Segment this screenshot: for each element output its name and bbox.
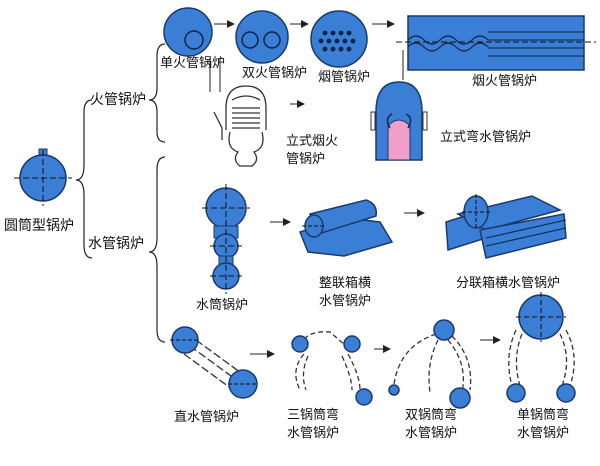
label-sectional-header: 分联箱横水管锅炉: [456, 276, 561, 291]
double-drum-bent-figure: [388, 319, 472, 409]
label-integral-header-1: 整联箱横: [318, 276, 371, 291]
integral-header-figure: [299, 199, 394, 257]
label-three-drum-2: 水管锅炉: [286, 426, 339, 441]
label-integral-header-2: 水管锅炉: [318, 294, 371, 309]
label-smoke-fire-tube: 烟火管锅炉: [472, 74, 538, 89]
label-cylindrical-boiler: 圆筒型锅炉: [4, 218, 74, 234]
label-fire-tube-boiler: 火管锅炉: [90, 92, 146, 108]
brace-water-tube: [148, 156, 166, 343]
label-water-drum: 水筒锅炉: [196, 298, 249, 313]
vertical-bent-water-tube-figure: [370, 81, 428, 161]
double-fire-tube-figure: [235, 10, 289, 64]
label-smoke-tube: 烟管锅炉: [318, 70, 371, 85]
straight-water-tube-figure: [170, 326, 258, 399]
label-three-drum-1: 三锅筒弯: [286, 408, 339, 423]
vertical-smoke-fire-figure: [213, 85, 267, 167]
brace-main: [75, 99, 93, 259]
label-single-drum-1: 单锅筒弯: [516, 408, 569, 423]
label-straight-water-tube: 直水管锅炉: [174, 410, 240, 425]
label-vertical-bent-water-tube: 立式弯水管锅炉: [440, 130, 532, 145]
sectional-header-figure: [445, 194, 567, 259]
label-vertical-smoke-fire-1: 立式烟火: [286, 134, 339, 149]
single-drum-bent-figure: [506, 292, 576, 403]
three-drum-bent-figure: [291, 331, 373, 406]
label-double-drum-2: 水管锅炉: [404, 426, 457, 441]
brace-fire-tube: [148, 43, 166, 143]
label-single-fire-tube: 单火管锅炉: [160, 56, 226, 71]
single-fire-tube-figure: [163, 7, 213, 57]
label-double-fire-tube: 双火管锅炉: [242, 66, 308, 81]
label-double-drum-1: 双锅筒弯: [404, 408, 457, 423]
cylindrical-boiler-figure: [14, 148, 72, 206]
label-water-tube-boiler: 水管锅炉: [88, 236, 144, 252]
smoke-tube-figure: [310, 10, 368, 68]
water-drum-figure: [202, 184, 250, 294]
label-vertical-smoke-fire-2: 管锅炉: [286, 152, 326, 167]
label-single-drum-2: 水管锅炉: [516, 426, 569, 441]
smoke-fire-tube-figure: [396, 15, 596, 71]
